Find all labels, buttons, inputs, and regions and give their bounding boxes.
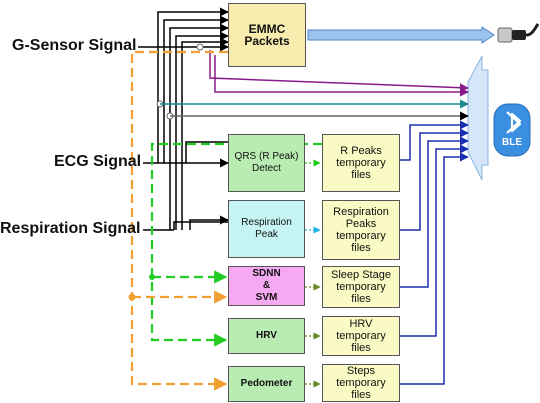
respiration-peak-box: Respiration Peak — [228, 200, 305, 258]
respiration-signal-label: Respiration Signal — [0, 220, 141, 237]
sdnn-svm-label: SDNN & SVM — [252, 268, 281, 303]
r-peaks-file-label: R Peaks temporary files — [336, 145, 386, 181]
emmc-packets-box: EMMC Packets — [228, 3, 306, 67]
ecg-signal-label: ECG Signal — [54, 153, 142, 170]
hrv-file-label: HRV temporary files — [336, 318, 386, 354]
hrv-box: HRV — [228, 318, 305, 354]
ble-label: BLE — [502, 137, 522, 148]
r-peaks-file-box: R Peaks temporary files — [322, 134, 400, 192]
sdnn-svm-box: SDNN & SVM — [228, 266, 305, 306]
emmc-packets-label: EMMC Packets — [244, 22, 290, 48]
bluetooth-icon — [506, 111, 522, 134]
hrv-file-box: HRV temporary files — [322, 316, 400, 356]
pedometer-box: Pedometer — [228, 366, 305, 402]
steps-file-box: Steps temporary files — [322, 364, 400, 402]
qrs-detect-box: QRS (R Peak) Detect — [228, 134, 305, 192]
respiration-peaks-file-box: Respiration Peaks temporary files — [322, 200, 400, 260]
usb-plug-icon — [497, 23, 540, 43]
pedometer-label: Pedometer — [240, 378, 293, 389]
qrs-detect-label: QRS (R Peak) Detect — [234, 151, 299, 174]
hrv-label: HRV — [256, 330, 277, 341]
sleep-stage-file-box: Sleep Stage temporary files — [322, 266, 400, 308]
sleep-stage-file-label: Sleep Stage temporary files — [331, 269, 391, 305]
respiration-peaks-file-label: Respiration Peaks temporary files — [333, 206, 389, 254]
steps-file-label: Steps temporary files — [336, 365, 386, 401]
g-sensor-signal-label: G-Sensor Signal — [12, 37, 137, 54]
respiration-peak-label: Respiration Peak — [241, 217, 292, 240]
